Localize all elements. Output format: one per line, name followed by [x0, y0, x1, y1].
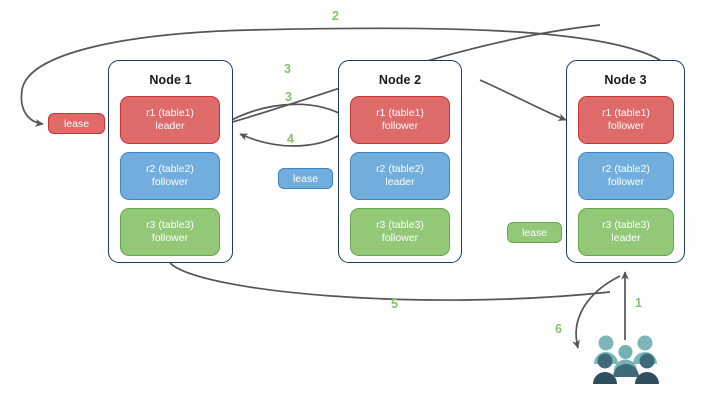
replica-name: r3 (table3)	[602, 219, 650, 231]
replica-node3-r3[interactable]: r3 (table3) leader	[578, 208, 674, 256]
replica-role: follower	[607, 120, 645, 132]
replica-name: r2 (table2)	[376, 163, 424, 175]
replica-name: r1 (table1)	[376, 107, 424, 119]
replica-role: leader	[155, 120, 185, 132]
replica-name: r1 (table1)	[146, 107, 194, 119]
step-label-2: 2	[332, 9, 339, 23]
edge-3a-arrowhead	[479, 79, 567, 121]
lease-badge-red[interactable]: lease	[48, 113, 105, 134]
lease-badge-green[interactable]: lease	[507, 222, 562, 243]
step-label-5: 5	[391, 297, 398, 311]
users-group-icon	[593, 335, 659, 384]
replica-node1-r2[interactable]: r2 (table2) follower	[120, 152, 220, 200]
step-label-6: 6	[555, 322, 562, 336]
step-label-4: 4	[287, 132, 294, 146]
replica-role: follower	[151, 232, 189, 244]
replica-role: leader	[611, 232, 641, 244]
replica-name: r2 (table2)	[602, 163, 650, 175]
replica-node2-r1[interactable]: r1 (table1) follower	[350, 96, 450, 144]
node-title-2: Node 2	[378, 73, 422, 87]
edge-5-node1-to-node3	[169, 262, 611, 301]
replica-name: r3 (table3)	[146, 219, 194, 231]
replica-node3-r2[interactable]: r2 (table2) follower	[578, 152, 674, 200]
step-label-3a: 3	[284, 62, 291, 76]
node-title-1: Node 1	[149, 73, 192, 87]
replica-node3-r1[interactable]: r1 (table1) follower	[578, 96, 674, 144]
replica-role: follower	[151, 176, 189, 188]
step-label-3b: 3	[285, 90, 292, 104]
edge-3b-node1-to-node2	[223, 103, 347, 125]
replica-node2-r2[interactable]: r2 (table2) leader	[350, 152, 450, 200]
replica-name: r1 (table1)	[602, 107, 650, 119]
edge-4-node2-to-node1	[239, 125, 353, 147]
replica-node1-r1[interactable]: r1 (table1) leader	[120, 96, 220, 144]
replica-role: follower	[607, 176, 645, 188]
replica-role: follower	[381, 232, 419, 244]
replica-node1-r3[interactable]: r3 (table3) follower	[120, 208, 220, 256]
replica-name: r3 (table3)	[376, 219, 424, 231]
node-title-3: Node 3	[604, 73, 647, 87]
replica-node2-r3[interactable]: r3 (table3) follower	[350, 208, 450, 256]
users-front-row-icon	[593, 364, 659, 384]
lease-badge-blue[interactable]: lease	[278, 168, 333, 189]
users-front-outer-icon	[597, 353, 655, 369]
replica-role: follower	[381, 120, 419, 132]
replica-role: leader	[385, 176, 415, 188]
step-label-1: 1	[635, 296, 642, 310]
replica-name: r2 (table2)	[146, 163, 194, 175]
